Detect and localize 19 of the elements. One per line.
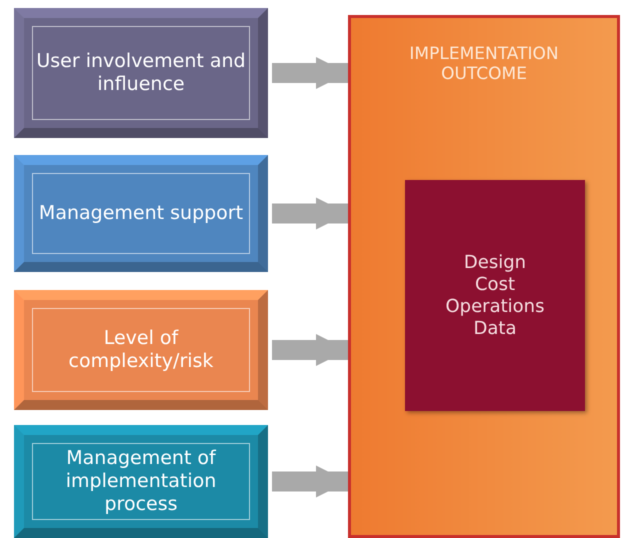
outcome-item: Design <box>462 252 528 274</box>
outcome-panel <box>348 15 620 538</box>
factor-label: Level of complexity/risk <box>68 327 214 373</box>
arrow <box>272 466 348 498</box>
factor-label: User involvement and influence <box>35 50 247 96</box>
outcome-box <box>405 180 585 411</box>
outcome-item: Data <box>472 318 518 340</box>
arrow <box>272 198 348 230</box>
arrow <box>272 334 348 366</box>
panel-heading: IMPLEMENTATION OUTCOME <box>408 44 560 84</box>
factor-tile <box>14 8 268 138</box>
factor-tile <box>14 425 268 538</box>
factor-label: Management of implementation process <box>64 447 218 516</box>
outcome-item: Cost <box>474 274 516 296</box>
arrow <box>272 57 348 89</box>
factor-tile <box>14 155 268 272</box>
factor-tile <box>14 290 268 410</box>
outcome-item: Operations <box>444 296 546 318</box>
factor-label: Management support <box>38 202 244 225</box>
